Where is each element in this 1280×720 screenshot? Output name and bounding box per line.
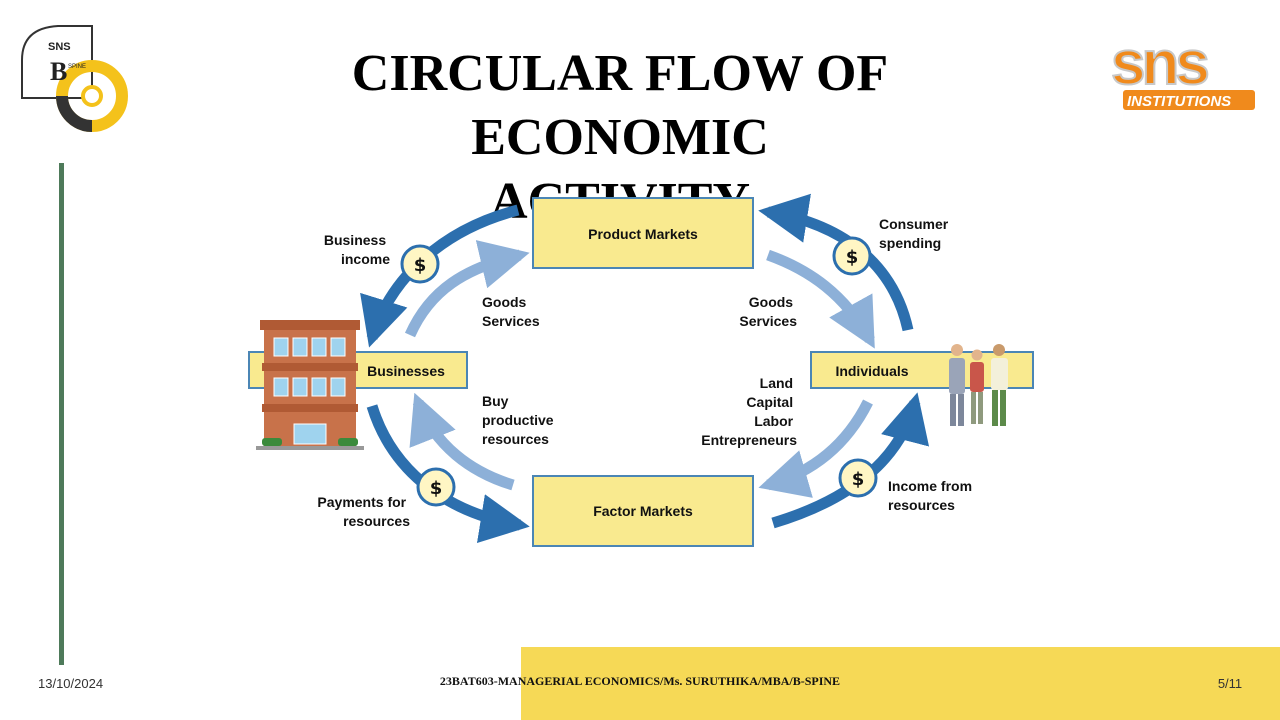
people-icon [949, 344, 1008, 426]
footer-page-number: 5/11 [1217, 676, 1243, 691]
product-markets-box [532, 197, 754, 269]
label-goods-services-left: Goods Services [482, 294, 540, 329]
product-markets-label: Product Markets [588, 226, 698, 242]
logo-banner [1123, 90, 1255, 110]
label-buy-productive-resources: Buy productive resources [482, 393, 557, 447]
logo-text-sns: SNS [48, 41, 71, 53]
buy-resources-arrow [409, 392, 515, 491]
slide-title-line1: CIRCULAR FLOW OF ECONOMIC [351, 45, 889, 166]
factor-markets-label: Factor Markets [593, 503, 693, 519]
goods-to-households-arrow-left [404, 240, 530, 338]
svg-text:$: $ [852, 469, 865, 490]
resources-to-factor-markets-arrow [758, 399, 873, 498]
left-accent-bar [59, 163, 64, 665]
individuals-label: Individuals [835, 363, 908, 379]
footer-band [521, 647, 1280, 720]
svg-text:$: $ [414, 255, 427, 276]
footer-date: 13/10/2024 [38, 676, 104, 691]
factor-markets-box [532, 475, 754, 547]
dollar-coin-payments-for-resources: $ [416, 467, 456, 507]
circular-flow-diagram: Product Markets Factor Markets Businesse… [248, 193, 1034, 547]
logo-text-spine: SPINE [68, 64, 86, 70]
logo-ring-center [81, 85, 103, 107]
sns-institutions-logo: sns INSTITUTIONS [1110, 28, 1255, 110]
label-business-income: Business income [324, 232, 390, 267]
label-consumer-spending: Consumer spending [879, 216, 952, 251]
footer-course-info: 23BAT603-MANAGERIAL ECONOMICS/Ms. SURUTH… [439, 674, 841, 688]
logo-text-sns-big: sns [1111, 29, 1207, 98]
label-payments-for-resources: Payments for resources [317, 494, 410, 529]
logo-text-institutions: INSTITUTIONS [1127, 93, 1231, 110]
sns-bspine-logo: SNS B SPINE [21, 25, 128, 132]
label-goods-services-right: Goods Services [739, 294, 797, 329]
label-income-from-resources: Income from resources [888, 478, 976, 513]
logo-ring-dark [56, 95, 93, 132]
building-icon [256, 320, 364, 450]
label-land-capital-labor: Land Capital Labor Entrepreneurs [701, 375, 797, 448]
svg-text:$: $ [430, 478, 443, 499]
logo-text-b: B [50, 57, 67, 86]
goods-to-individuals-arrow [766, 249, 875, 349]
dollar-coin-income-from-resources: $ [838, 458, 878, 498]
svg-text:$: $ [846, 247, 859, 268]
logo-outline [21, 25, 93, 99]
dollar-coin-business-income: $ [400, 244, 440, 284]
dollar-coin-consumer-spending: $ [832, 236, 872, 276]
businesses-label: Businesses [367, 363, 445, 379]
